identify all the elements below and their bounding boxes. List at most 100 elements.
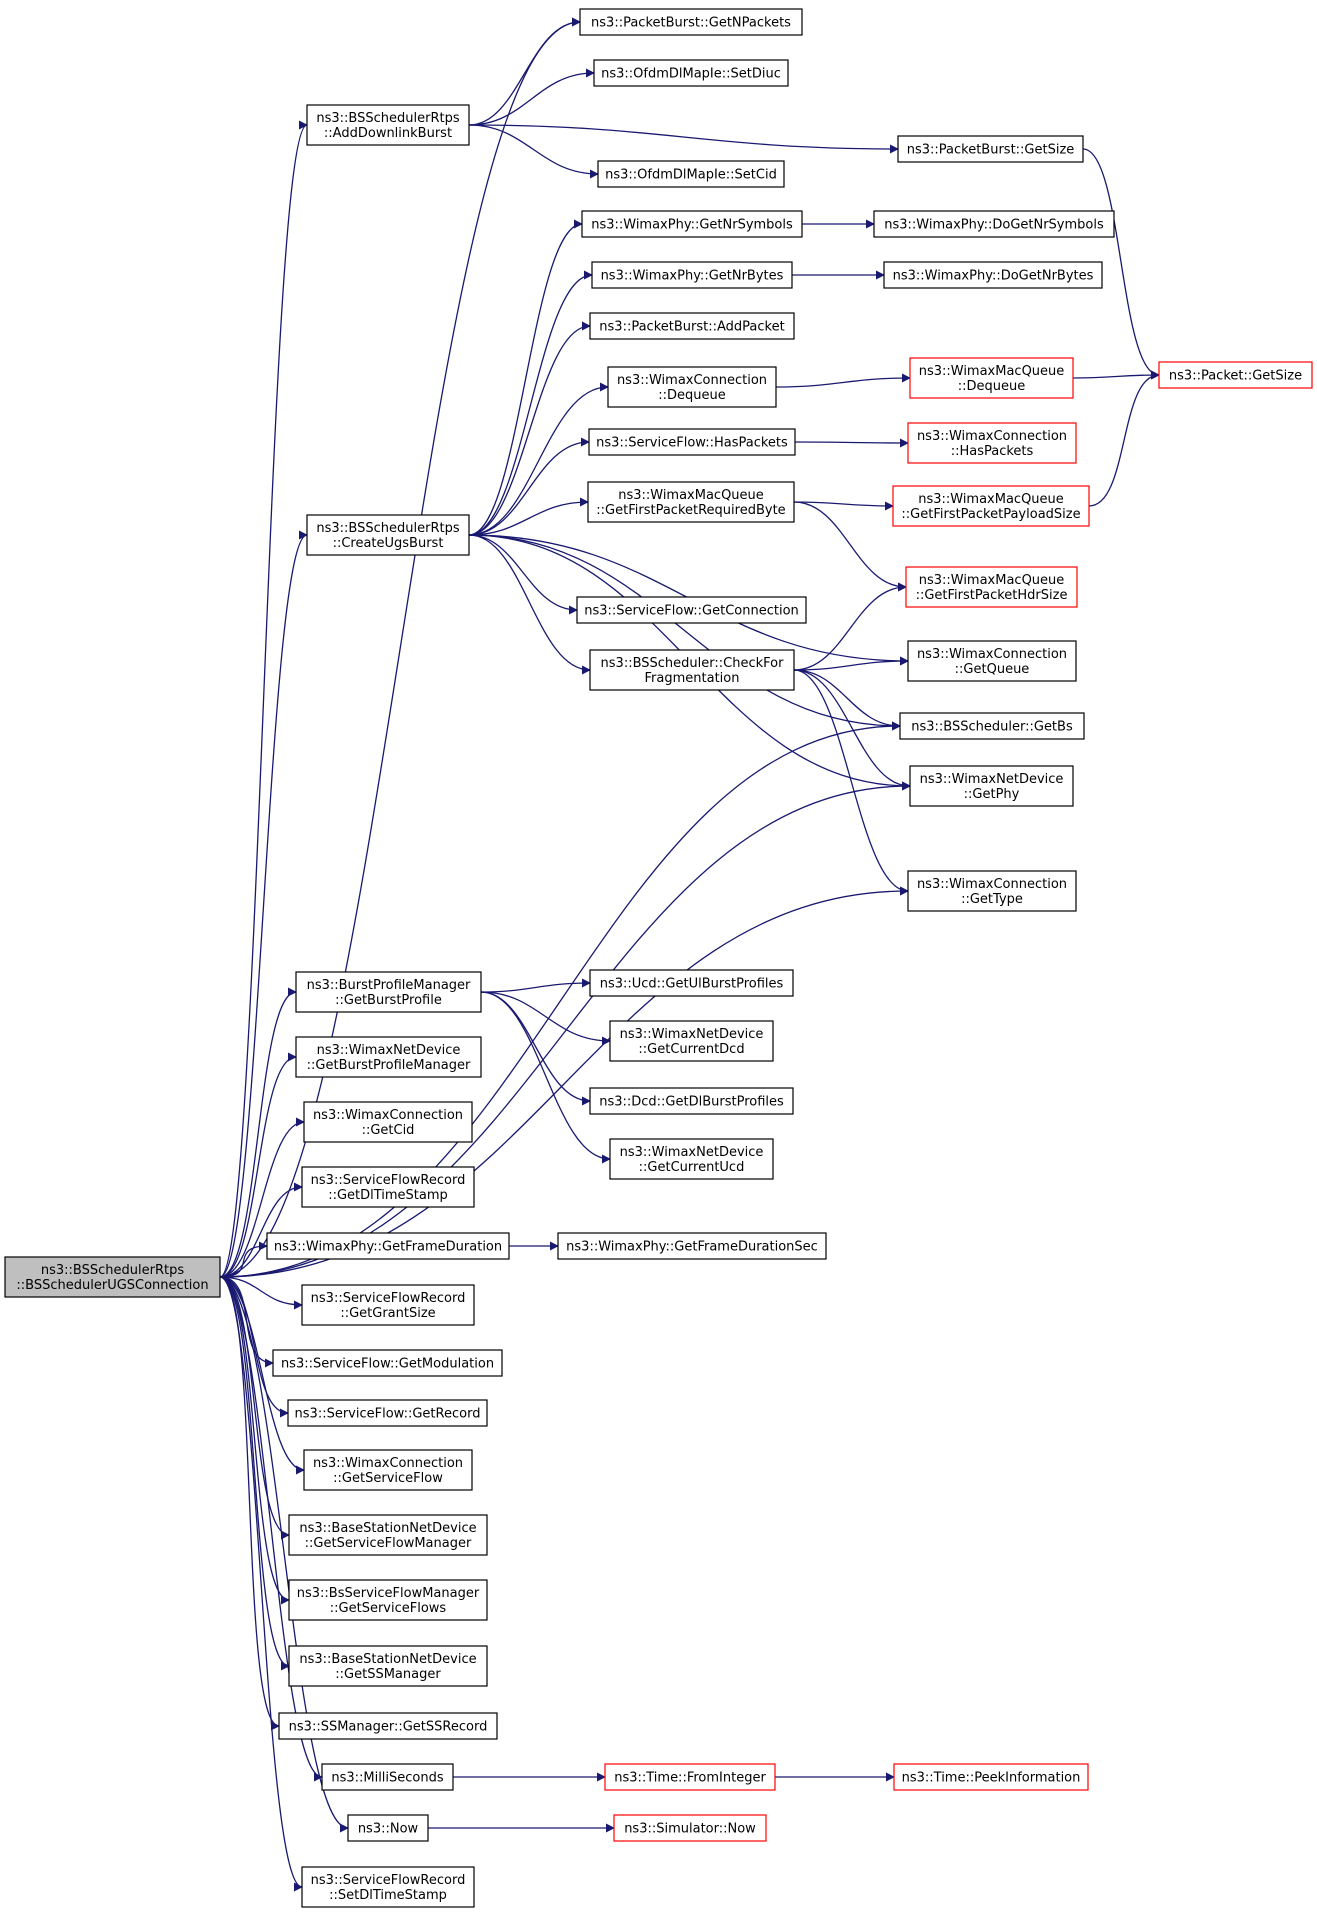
node-label-line: ::GetGrantSize [340, 1306, 435, 1321]
node-box [589, 649, 795, 691]
node-createUgs[interactable]: ns3::BSSchedulerRtps::CreateUgsBurst [306, 514, 470, 556]
node-setDiuc[interactable]: ns3::OfdmDlMapIe::SetDiuc [593, 59, 789, 87]
node-doNrSym[interactable]: ns3::WimaxPhy::DoGetNrSymbols [873, 210, 1115, 238]
node-ssRec[interactable]: ns3::SSManager::GetSSRecord [278, 1712, 498, 1740]
node-frameDur[interactable]: ns3::WimaxPhy::GetFrameDuration [266, 1232, 510, 1260]
node-dcdDl[interactable]: ns3::Dcd::GetDlBurstProfiles [589, 1087, 794, 1115]
node-box [589, 969, 794, 997]
edge-bsFrag-to-getPhy [793, 669, 911, 791]
node-addDl[interactable]: ns3::BSSchedulerRtps::AddDownlinkBurst [306, 104, 470, 146]
node-label-line: ns3::PacketBurst::GetSize [907, 143, 1075, 158]
node-wcDeq[interactable]: ns3::WimaxConnection::Dequeue [607, 366, 777, 408]
node-peek[interactable]: ns3::Time::PeekInformation [893, 1763, 1089, 1791]
node-ucdUl[interactable]: ns3::Ucd::GetUlBurstProfiles [589, 969, 794, 997]
node-pbGetN[interactable]: ns3::PacketBurst::GetNPackets [579, 8, 803, 36]
node-setCid[interactable]: ns3::OfdmDlMapIe::SetCid [597, 160, 785, 188]
node-frameDurSec[interactable]: ns3::WimaxPhy::GetFrameDurationSec [557, 1232, 827, 1260]
node-label-line: ns3::Packet::GetSize [1169, 369, 1302, 384]
node-mqDeq[interactable]: ns3::WimaxMacQueue::Dequeue [909, 357, 1074, 399]
node-wcType[interactable]: ns3::WimaxConnection::GetType [907, 870, 1077, 912]
node-mqReq[interactable]: ns3::WimaxMacQueue::GetFirstPacketRequir… [587, 481, 795, 523]
node-box [607, 366, 777, 408]
node-label-line: ns3::BSScheduler::GetBs [911, 720, 1073, 735]
node-box [1158, 361, 1313, 389]
node-sfrGrant[interactable]: ns3::ServiceFlowRecord::GetGrantSize [301, 1284, 475, 1326]
edge-mqPay-to-pktSize [1088, 370, 1160, 507]
node-pbGetSize[interactable]: ns3::PacketBurst::GetSize [897, 135, 1084, 163]
node-box [301, 1284, 475, 1326]
node-box [579, 8, 803, 36]
node-pktSize[interactable]: ns3::Packet::GetSize [1158, 361, 1313, 389]
node-wcSf[interactable]: ns3::WimaxConnection::GetServiceFlow [303, 1449, 473, 1491]
node-sfHas[interactable]: ns3::ServiceFlow::HasPackets [588, 428, 796, 456]
edge-createUgs-to-sfHas [468, 437, 590, 536]
node-curDcd[interactable]: ns3::WimaxNetDevice::GetCurrentDcd [609, 1020, 774, 1062]
node-nrSym[interactable]: ns3::WimaxPhy::GetNrSymbols [581, 210, 803, 238]
node-now[interactable]: ns3::Now [347, 1814, 429, 1842]
node-label-line: ns3::OfdmDlMapIe::SetCid [605, 168, 777, 183]
node-addPkt[interactable]: ns3::PacketBurst::AddPacket [589, 312, 795, 340]
node-label-line: ns3::OfdmDlMapIe::SetDiuc [601, 67, 781, 82]
node-label-line: ::Dequeue [958, 379, 1026, 394]
node-bsndSfm[interactable]: ns3::BaseStationNetDevice::GetServiceFlo… [288, 1514, 488, 1556]
node-label-line: ns3::WimaxPhy::DoGetNrBytes [893, 269, 1094, 284]
node-wcCid[interactable]: ns3::WimaxConnection::GetCid [303, 1101, 473, 1143]
node-simNow[interactable]: ns3::Simulator::Now [613, 1814, 767, 1842]
node-bsndSs[interactable]: ns3::BaseStationNetDevice::GetSSManager [288, 1645, 488, 1687]
node-box [266, 1232, 510, 1260]
node-bpmGet[interactable]: ns3::BurstProfileManager::GetBurstProfil… [295, 971, 482, 1013]
node-sfMod[interactable]: ns3::ServiceFlow::GetModulation [272, 1349, 503, 1377]
node-label-line: ns3::BSSchedulerRtps [41, 1263, 184, 1278]
node-label-line: ::GetDlTimeStamp [328, 1188, 448, 1203]
node-box [557, 1232, 827, 1260]
node-box [883, 261, 1103, 289]
node-getPhy[interactable]: ns3::WimaxNetDevice::GetPhy [909, 765, 1074, 807]
node-label-line: ns3::WimaxPhy::DoGetNrSymbols [884, 218, 1104, 233]
node-wndBpm[interactable]: ns3::WimaxNetDevice::GetBurstProfileMana… [295, 1036, 482, 1078]
node-box [597, 160, 785, 188]
edge-createUgs-to-getBs [468, 534, 901, 731]
node-wcQueue[interactable]: ns3::WimaxConnection::GetQueue [907, 640, 1077, 682]
node-label-line: ns3::BaseStationNetDevice [299, 1652, 476, 1667]
node-label-line: ns3::WimaxMacQueue [918, 492, 1064, 507]
edge-createUgs-to-bsFrag [468, 534, 591, 675]
node-label-line: ns3::WimaxNetDevice [317, 1043, 461, 1058]
node-sfrSetDl[interactable]: ns3::ServiceFlowRecord::SetDlTimeStamp [301, 1866, 475, 1908]
node-label-line: ::GetBurstProfileManager [307, 1058, 471, 1073]
node-nrBytes[interactable]: ns3::WimaxPhy::GetNrBytes [591, 261, 793, 289]
node-wcHas[interactable]: ns3::WimaxConnection::HasPackets [907, 422, 1077, 464]
node-label-line: ::GetBurstProfile [335, 993, 442, 1008]
node-label-line: ::GetCurrentDcd [638, 1042, 744, 1057]
node-sfRec[interactable]: ns3::ServiceFlow::GetRecord [287, 1399, 488, 1427]
node-box [905, 566, 1078, 608]
node-box [288, 1645, 488, 1687]
node-box [899, 712, 1085, 740]
edge-root-to-bsndSs [219, 1276, 290, 1671]
node-box [295, 1036, 482, 1078]
node-fromInt[interactable]: ns3::Time::FromInteger [604, 1763, 776, 1791]
node-sfConn[interactable]: ns3::ServiceFlow::GetConnection [576, 596, 807, 624]
node-sfrDl[interactable]: ns3::ServiceFlowRecord::GetDlTimeStamp [301, 1166, 475, 1208]
node-label-line: ns3::SSManager::GetSSRecord [289, 1720, 488, 1735]
edge-createUgs-to-nrBytes [468, 270, 593, 536]
node-box [306, 104, 470, 146]
node-label-line: ns3::Time::FromInteger [614, 1771, 766, 1786]
node-box [609, 1020, 774, 1062]
node-milli[interactable]: ns3::MilliSeconds [321, 1763, 454, 1791]
node-label-line: ns3::WimaxConnection [313, 1456, 463, 1471]
node-label-line: ns3::WimaxNetDevice [920, 772, 1064, 787]
node-bssfm[interactable]: ns3::BsServiceFlowManager::GetServiceFlo… [288, 1579, 488, 1621]
node-getBs[interactable]: ns3::BSScheduler::GetBs [899, 712, 1085, 740]
node-box [288, 1514, 488, 1556]
node-mqPay[interactable]: ns3::WimaxMacQueue::GetFirstPacketPayloa… [892, 485, 1090, 527]
node-box [581, 210, 803, 238]
node-mqHdr[interactable]: ns3::WimaxMacQueue::GetFirstPacketHdrSiz… [905, 566, 1078, 608]
edge-root-to-wcCid [219, 1117, 305, 1278]
node-root[interactable]: ns3::BSSchedulerRtps::BSSchedulerUGSConn… [4, 1256, 221, 1298]
node-doNrBytes[interactable]: ns3::WimaxPhy::DoGetNrBytes [883, 261, 1103, 289]
node-label-line: ns3::MilliSeconds [331, 1771, 444, 1786]
node-label-line: ns3::ServiceFlow::GetModulation [281, 1357, 494, 1372]
edge-root-to-frameDur [219, 1241, 268, 1278]
node-curUcd[interactable]: ns3::WimaxNetDevice::GetCurrentUcd [609, 1138, 774, 1180]
